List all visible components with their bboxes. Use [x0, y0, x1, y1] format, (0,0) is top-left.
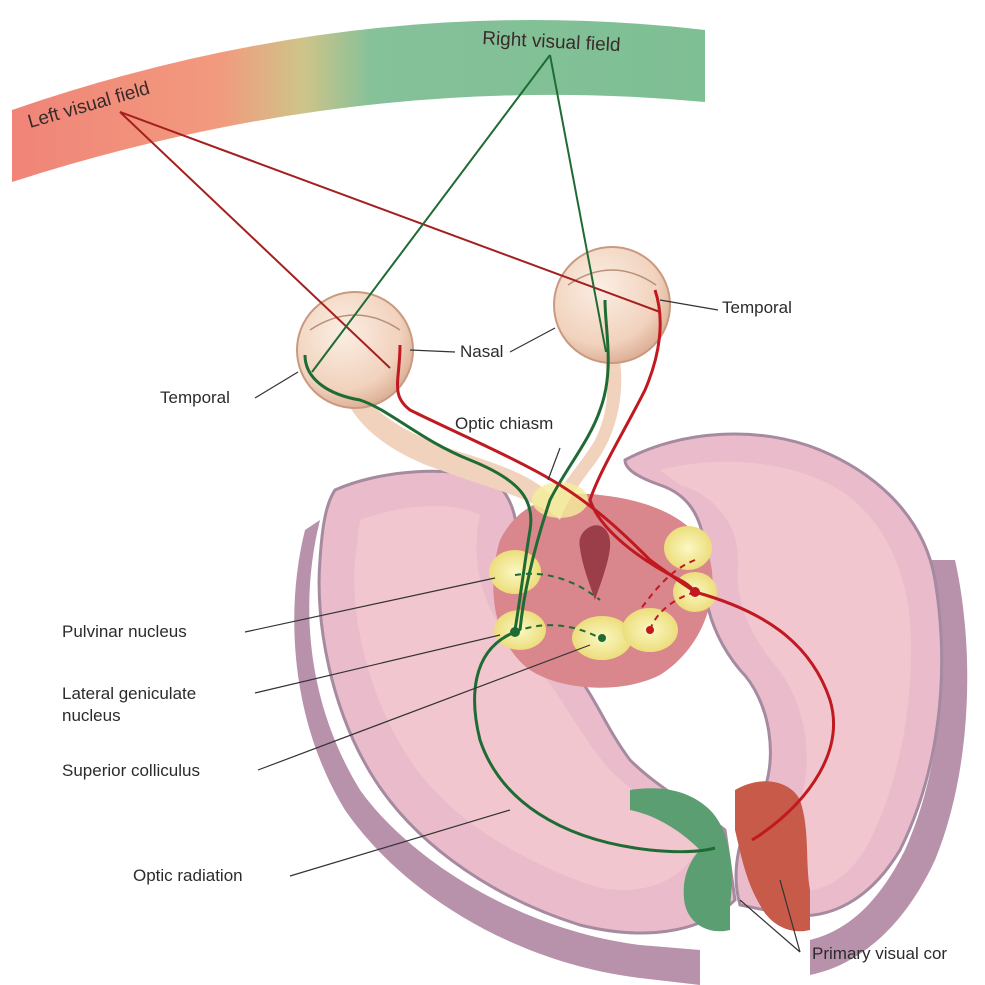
left-eye: [297, 292, 413, 408]
lgn-label-line1: Lateral geniculate: [62, 684, 196, 704]
visual-cortex-right: [735, 781, 810, 931]
temporal-right-label: Temporal: [722, 298, 792, 318]
right-eye: [554, 247, 670, 363]
pulvinar-nucleus-right: [664, 526, 712, 570]
superior-colliculus-label: Superior colliculus: [62, 761, 200, 781]
lgn-label-line2: nucleus: [62, 706, 121, 726]
nasal-label: Nasal: [460, 342, 503, 362]
red-synapse-colliculus: [646, 626, 654, 634]
pulvinar-nucleus-label: Pulvinar nucleus: [62, 622, 187, 642]
red-synapse-lgn: [690, 587, 700, 597]
green-synapse-colliculus: [598, 634, 606, 642]
optic-radiation-label: Optic radiation: [133, 866, 243, 886]
temporal-left-label: Temporal: [160, 388, 230, 408]
optic-chiasm-label: Optic chiasm: [455, 414, 553, 434]
green-synapse-lgn: [510, 627, 520, 637]
primary-visual-cortex-label: Primary visual cor: [812, 944, 947, 964]
